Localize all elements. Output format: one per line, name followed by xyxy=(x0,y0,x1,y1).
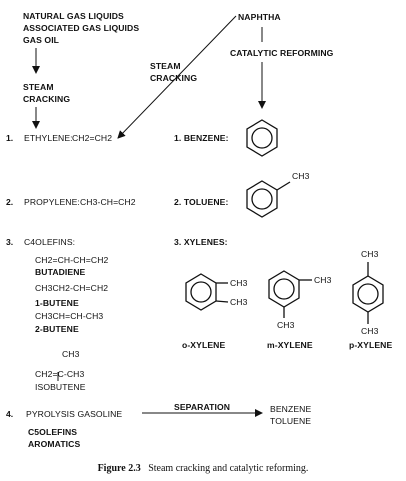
process-steam-mid-2: CRACKING xyxy=(150,73,198,83)
m-xylene-ring xyxy=(268,270,312,318)
ethylene-label: ETHYLENE: xyxy=(24,133,73,143)
figure-caption: Figure 2.3 Steam cracking and catalytic … xyxy=(0,463,406,474)
benzene-ring xyxy=(246,119,278,157)
1-butene-label: 1-BUTENE xyxy=(35,298,79,308)
left-n4: 4. xyxy=(6,409,14,419)
process-steam-left-1: STEAM xyxy=(23,82,54,92)
c5-olefins: C5OLEFINS xyxy=(28,427,78,437)
caption-text: Steam cracking and catalytic reforming. xyxy=(148,463,309,474)
arrow-naphtha-to-ethylene xyxy=(117,15,237,139)
p-xylene-label: p-XYLENE xyxy=(349,340,393,350)
o-xylene-ch3-a: CH3 xyxy=(230,278,248,288)
o-xylene-ch3-b: CH3 xyxy=(230,297,248,307)
caption-figure: Figure 2.3 xyxy=(97,463,141,474)
benzene-heading: 1. BENZENE: xyxy=(174,133,229,143)
left-n3: 3. xyxy=(6,237,14,247)
separation-label: SEPARATION xyxy=(174,402,231,412)
toluene-heading: 2. TOLUENE: xyxy=(174,197,229,207)
process-steam-mid-1: STEAM xyxy=(150,61,181,71)
isobutene-formula: CH2=C-CH3 xyxy=(35,369,85,379)
2-butene-label: 2-BUTENE xyxy=(35,324,79,334)
isobutene-ch3: CH3 xyxy=(62,349,80,359)
feed-ngl: NATURAL GAS LIQUIDS xyxy=(23,11,124,21)
aromatics: AROMATICS xyxy=(28,439,81,449)
separation-toluene: TOLUENE xyxy=(270,416,312,426)
toluene-ch3: CH3 xyxy=(292,171,310,181)
feed-gasoil: GAS OIL xyxy=(23,35,60,45)
p-xylene-ch3-a: CH3 xyxy=(361,249,379,259)
m-xylene-label: m-XYLENE xyxy=(267,340,313,350)
c4-olefins-label: C4OLEFINS: xyxy=(24,237,76,247)
xylenes-heading: 3. XYLENES: xyxy=(174,237,228,247)
process-catalytic-reforming: CATALYTIC REFORMING xyxy=(230,48,334,58)
p-xylene-ring xyxy=(352,262,384,324)
m-xylene-ch3-b: CH3 xyxy=(277,320,295,330)
toluene-ring xyxy=(246,180,291,218)
butadiene-label: BUTADIENE xyxy=(35,267,86,277)
left-n2: 2. xyxy=(6,197,14,207)
separation-benzene: BENZENE xyxy=(270,404,312,414)
isobutene-label: ISOBUTENE xyxy=(35,382,86,392)
2-butene-formula: CH3CH=CH-CH3 xyxy=(35,311,104,321)
p-xylene-ch3-b: CH3 xyxy=(361,326,379,336)
o-xylene-label: o-XYLENE xyxy=(182,340,226,350)
m-xylene-ch3-a: CH3 xyxy=(314,275,332,285)
feed-agl: ASSOCIATED GAS LIQUIDS xyxy=(23,23,140,33)
butadiene-formula: CH2=CH-CH=CH2 xyxy=(35,255,109,265)
pyrolysis-gasoline: PYROLYSIS GASOLINE xyxy=(26,409,123,419)
1-butene-formula: CH3CH2-CH=CH2 xyxy=(35,283,109,293)
feed-naphtha: NAPHTHA xyxy=(238,12,281,22)
propylene-label: PROPYLENE: xyxy=(24,197,80,207)
o-xylene-ring xyxy=(185,273,229,311)
propylene-formula: CH3-CH=CH2 xyxy=(80,197,136,207)
process-steam-left-2: CRACKING xyxy=(23,94,71,104)
left-n1: 1. xyxy=(6,133,14,143)
ethylene-formula: CH2=CH2 xyxy=(72,133,113,143)
